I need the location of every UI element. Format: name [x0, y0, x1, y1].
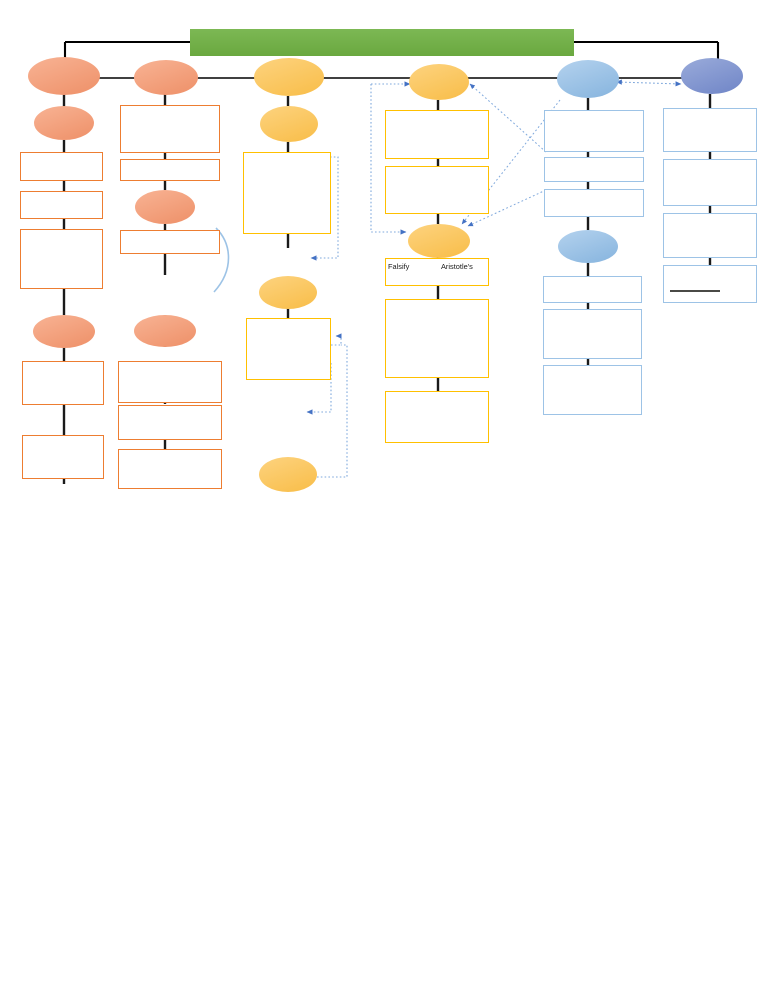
branch-orange-1-ellipse-2[interactable]: [34, 106, 94, 140]
branch-blue-1-box-6[interactable]: [543, 365, 642, 415]
branch-gold-1-ellipse-3[interactable]: [259, 276, 317, 309]
branch-orange-2-box-1[interactable]: [120, 105, 220, 153]
curved-arc-connector: [213, 227, 230, 293]
branch-orange-2-ellipse-2[interactable]: [135, 190, 195, 224]
branch-gold-2-box-1[interactable]: [385, 110, 489, 159]
branch-gold-2-box-2[interactable]: [385, 166, 489, 214]
branch-blue-2-box-2[interactable]: [663, 159, 757, 206]
branch-gold-1-box-1[interactable]: [243, 152, 331, 234]
branch-blue-1-box-2[interactable]: [544, 157, 644, 182]
blue-ellipse-link-connector: [615, 79, 682, 87]
branch-orange-2-box-2[interactable]: [120, 159, 220, 181]
branch-blue-2-root-ellipse[interactable]: [681, 58, 743, 94]
branch-orange-1-box-2[interactable]: [20, 191, 103, 219]
branch-blue-2-box-4[interactable]: [663, 265, 757, 303]
branch-gold-1-ellipse-4[interactable]: [259, 457, 317, 492]
branch-gold-2-box-4[interactable]: [385, 299, 489, 378]
branch-gold-2-root-ellipse[interactable]: [409, 64, 469, 100]
branch-blue-1-root-ellipse[interactable]: [557, 60, 619, 98]
branch-blue-2-inner-rule: [670, 290, 720, 292]
branch-orange-2-root-ellipse[interactable]: [134, 60, 198, 95]
branch-blue-2-box-3[interactable]: [663, 213, 757, 258]
branch-gold-1-root-ellipse[interactable]: [254, 58, 324, 96]
branch-orange-1-box-5[interactable]: [22, 435, 104, 479]
branch-blue-1-box-5[interactable]: [543, 309, 642, 359]
branch-orange-1-ellipse-3[interactable]: [33, 315, 95, 348]
dotted-feedback-connectors: [306, 156, 348, 478]
branch-blue-1-box-4[interactable]: [543, 276, 642, 303]
aristotles-label: Aristotle's: [441, 262, 473, 271]
branch-orange-2-ellipse-3[interactable]: [134, 315, 196, 347]
branch-gold-1-box-2[interactable]: [246, 318, 331, 380]
branch-gold-2-ellipse-2[interactable]: [408, 224, 470, 258]
branch-gold-1-ellipse-2[interactable]: [260, 106, 318, 142]
branch-blue-1-ellipse-2[interactable]: [558, 230, 618, 263]
branch-blue-1-box-3[interactable]: [544, 189, 644, 217]
branch-blue-2-box-1[interactable]: [663, 108, 757, 152]
branch-blue-1-box-1[interactable]: [544, 110, 644, 152]
branch-orange-2-box-6[interactable]: [118, 449, 222, 489]
branch-gold-2-box-5[interactable]: [385, 391, 489, 443]
falsify-label: Falsify: [388, 262, 410, 271]
dotted-gold4-connectors: [370, 81, 411, 235]
header-banner: [190, 29, 574, 56]
branch-orange-1-box-1[interactable]: [20, 152, 103, 181]
branch-orange-2-box-3[interactable]: [120, 230, 220, 254]
branch-orange-2-box-5[interactable]: [118, 405, 222, 440]
branch-gold-2-box-3[interactable]: [385, 258, 489, 286]
branch-orange-1-box-4[interactable]: [22, 361, 104, 405]
branch-orange-1-box-3[interactable]: [20, 229, 103, 289]
branch-orange-1-root-ellipse[interactable]: [28, 57, 100, 95]
branch-orange-2-box-4[interactable]: [118, 361, 222, 403]
